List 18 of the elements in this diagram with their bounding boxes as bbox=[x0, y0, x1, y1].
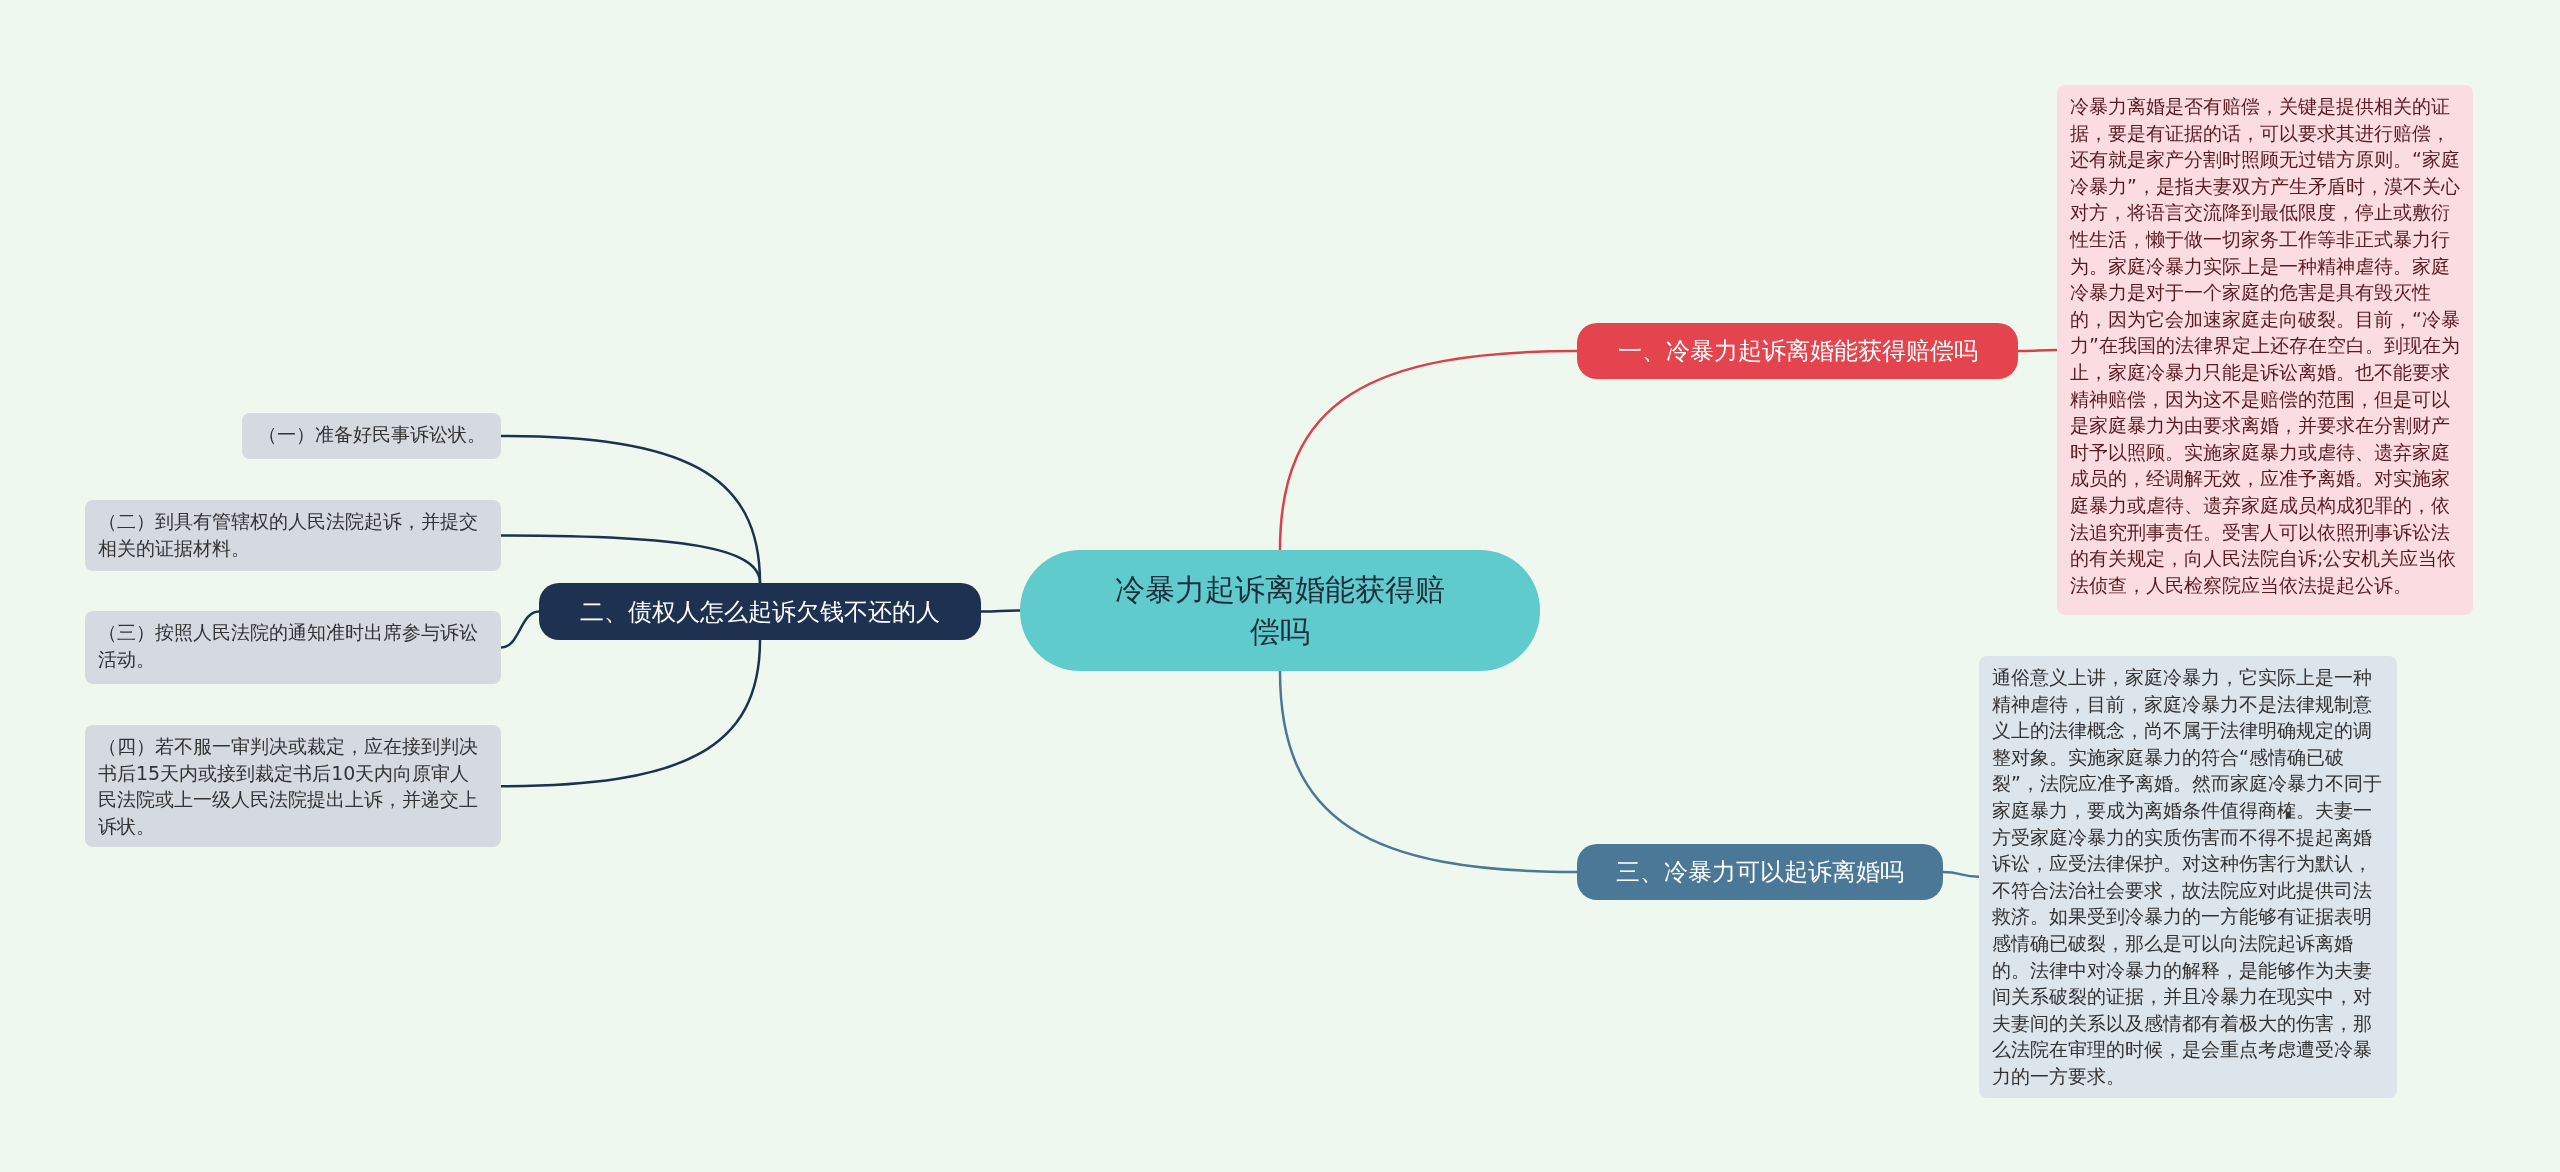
connector bbox=[2018, 348, 2057, 353]
connector bbox=[500, 639, 762, 788]
branch-box: 三、冷暴力可以起诉离婚吗 bbox=[1577, 844, 1943, 900]
connector bbox=[501, 534, 762, 584]
branch-box: 一、冷暴力起诉离婚能获得赔偿吗 bbox=[1577, 323, 2018, 379]
branch-box: 二、债权人怎么起诉欠钱不还的人 bbox=[539, 583, 981, 640]
topic-box: 冷暴力起诉离婚能获得赔偿吗 bbox=[1020, 550, 1540, 671]
connector bbox=[1278, 670, 1578, 874]
connector bbox=[981, 609, 1020, 613]
connector bbox=[1942, 870, 1980, 878]
step-box: （三）按照人民法院的通知准时出席参与诉讼活动。 bbox=[85, 611, 501, 684]
connector bbox=[500, 610, 540, 649]
step-box: （一）准备好民事诉讼状。 bbox=[242, 413, 501, 459]
note-box: 冷暴力离婚是否有赔偿，关键是提供相关的证据，要是有证据的话，可以要求其进行赔偿，还有就是家产分割时照顾无过错方原则。“家庭冷暴力”，是指夫妻双方产生矛盾时，漠不关心对方，将语言交流降到最低限度，停止或敷衍性生活，懒于做一切家务工作等非正式暴力行为。家庭冷暴力实际上是一种精神虐待。家庭冷暴力是对于一个家庭的危害是具有毁灭性的，因为它会加速家庭走向破裂。目前，“冷暴力”在我国的法律界定上还存在空白。到现在为止，家庭冷暴力只能是诉讼离婚。也不能要求精神赔偿，因为这不是赔偿的范围，但是可以是家庭暴力为由要求离婚，并要求在分割财产时予以照顾。实施家庭暴力或虐待、遗弃家庭成员的，经调解无效，应准予离婚。对实施家庭暴力或虐待、遗弃家庭成员构成犯罪的，依法追究刑事责任。受害人可以依照刑事诉讼法的有关规定，向人民法院自诉;公安机关应当依法侦查，人民检察院应当依法提起公诉。 bbox=[2057, 85, 2473, 615]
connector bbox=[1278, 349, 1578, 551]
step-box: （二）到具有管辖权的人民法院起诉，并提交相关的证据材料。 bbox=[85, 500, 501, 571]
step-box: （四）若不服一审判决或裁定，应在接到判决书后15天内或接到裁定书后10天内向原审人民法院或上一级人民法院提出上诉，并递交上诉状。 bbox=[85, 725, 501, 848]
note-box: 通俗意义上讲，家庭冷暴力，它实际上是一种精神虐待，目前，家庭冷暴力不是法律规制意义上的法律概念，尚不属于法律明确规定的调整对象。实施家庭暴力的符合“感情确已破裂”，法院应准予离婚。然而家庭冷暴力不同于家庭暴力，要成为离婚条件值得商榷。夫妻一方受家庭冷暴力的实质伤害而不得不提起离婚诉讼，应受法律保护。对这种伤害行为默认，不符合法治社会要求，故法院应对此提供司法救济。如果受到冷暴力的一方能够有证据表明感情确已破裂，那么是可以向法院起诉离婚的。法律中对冷暴力的解释，是能够作为夫妻间关系破裂的证据，并且冷暴力在现实中，对夫妻间的关系以及感情都有着极大的伤害，那么法院在审理的时候，是会重点考虑遭受冷暴力的一方要求。 bbox=[1979, 656, 2397, 1098]
